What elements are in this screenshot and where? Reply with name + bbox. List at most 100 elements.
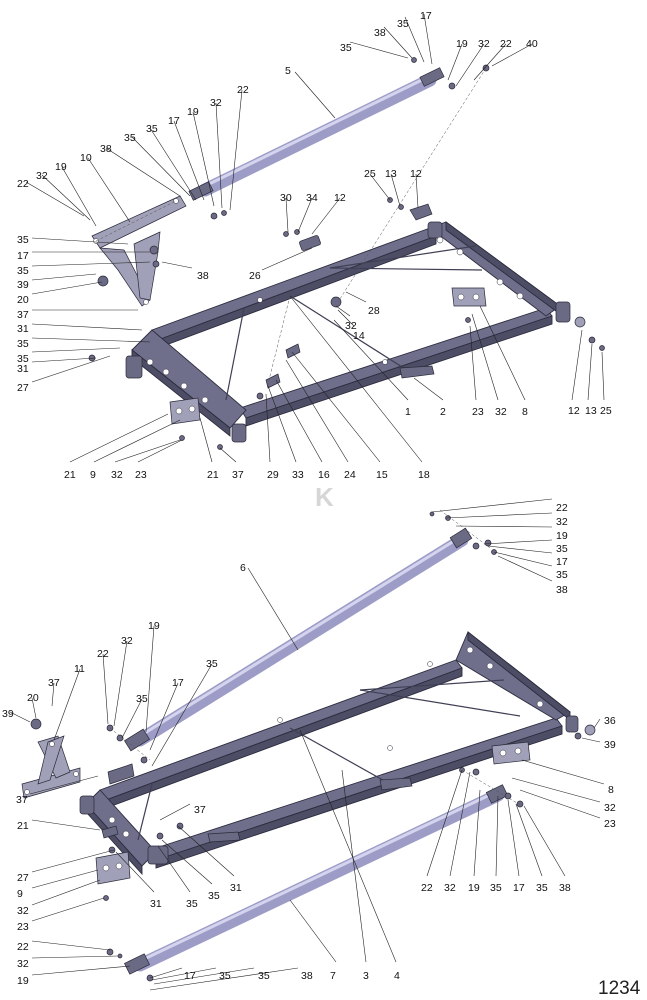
part-callout: 19 [187, 106, 199, 118]
part-callout: 22 [97, 648, 109, 660]
top-assembly [25, 13, 605, 463]
part-callout: 12 [334, 192, 346, 204]
part-callout: 13 [385, 168, 397, 180]
part-callout: 37 [16, 794, 28, 806]
part-callout: 35 [186, 898, 198, 910]
part-callout: 8 [608, 784, 614, 796]
part-callout: 32 [210, 97, 222, 109]
part-callout: 37 [232, 469, 244, 481]
part-callout: 5 [285, 65, 291, 77]
part-callout: 35 [397, 18, 409, 30]
part-callout: 31 [230, 882, 242, 894]
part-callout: 17 [556, 556, 568, 568]
part-callout: 17 [184, 970, 196, 982]
part-callout: 31 [150, 898, 162, 910]
part-callout: 27 [17, 382, 29, 394]
part-callout: 23 [17, 921, 29, 933]
part-callout: 17 [168, 115, 180, 127]
part-callout: 35 [490, 882, 502, 894]
part-callout: 19 [55, 161, 67, 173]
part-callout: 40 [526, 38, 538, 50]
part-callout: 19 [556, 530, 568, 542]
part-callout: 12 [410, 168, 422, 180]
leaders-bottom [9, 498, 605, 991]
part-callout: 35 [556, 569, 568, 581]
part-callout: 19 [468, 882, 480, 894]
part-callout: 23 [604, 818, 616, 830]
part-callout: 38 [556, 584, 568, 596]
part-callout: 22 [237, 84, 249, 96]
part-callout: 34 [306, 192, 318, 204]
part-callout: 31 [17, 363, 29, 375]
part-callout: 11 [74, 663, 85, 675]
part-callout: 35 [219, 970, 231, 982]
part-callout: 25 [364, 168, 376, 180]
part-callout: 26 [249, 270, 261, 282]
part-callout: 23 [472, 406, 484, 418]
part-callout: 35 [556, 543, 568, 555]
part-callout: 35 [206, 658, 218, 670]
part-callout: 22 [421, 882, 433, 894]
part-callout: 32 [17, 958, 29, 970]
part-callout: 17 [420, 10, 432, 22]
part-callout: 21 [207, 469, 219, 481]
part-callout: 6 [240, 562, 246, 574]
part-callout: 31 [17, 323, 29, 335]
part-callout: 38 [100, 143, 112, 155]
part-callout: 20 [27, 692, 39, 704]
part-callout: 29 [267, 469, 279, 481]
plate-holes-bottom [102, 747, 522, 872]
part-callout: 17 [513, 882, 525, 894]
part-callout: 19 [456, 38, 468, 50]
part-callout: 4 [394, 970, 400, 982]
part-callout: 8 [522, 406, 528, 418]
part-callout: 35 [17, 265, 29, 277]
part-callout: 35 [17, 353, 29, 365]
tube-7 [124, 784, 509, 975]
part-callout: 35 [17, 338, 29, 350]
frame-holes-bottom [108, 646, 544, 838]
part-callout: 9 [90, 469, 96, 481]
tube-5 [188, 67, 445, 201]
page-number: 1234 [598, 978, 641, 999]
part-callout: 39 [604, 739, 616, 751]
bracket-11 [21, 718, 81, 799]
part-callout: 32 [604, 802, 616, 814]
part-callout: 33 [292, 469, 304, 481]
part-callout: 28 [368, 305, 380, 317]
plate-holes [175, 293, 480, 415]
part-callout: 12 [568, 405, 580, 417]
part-callout: 35 [146, 123, 158, 135]
part-callout: 19 [148, 620, 160, 632]
part-callout: 13 [585, 405, 597, 417]
part-callout: 23 [135, 469, 147, 481]
tube-6 [124, 527, 473, 752]
hardware-bottom [101, 511, 596, 982]
part-callout: 10 [80, 152, 92, 164]
part-callout: 35 [17, 234, 29, 246]
part-callout: 15 [376, 469, 388, 481]
part-callout: 35 [136, 693, 148, 705]
part-callout: 35 [258, 970, 270, 982]
part-callout: 19 [17, 975, 29, 987]
part-callout: 35 [536, 882, 548, 894]
part-callout: 35 [340, 42, 352, 54]
part-callout: 38 [197, 270, 209, 282]
part-callout: 22 [500, 38, 512, 50]
part-callout: 32 [495, 406, 507, 418]
leaders-top [25, 13, 605, 463]
part-callout: 37 [194, 804, 206, 816]
part-callout: 1 [405, 406, 411, 418]
part-callout: 32 [111, 469, 123, 481]
part-callout: 7 [330, 970, 336, 982]
part-callout: 22 [556, 502, 568, 514]
part-callout: 21 [64, 469, 76, 481]
part-callout: 27 [17, 872, 29, 884]
part-callout: 21 [17, 820, 29, 832]
part-callout: 22 [17, 941, 29, 953]
part-callout: 9 [17, 888, 23, 900]
part-callout: 35 [208, 890, 220, 902]
